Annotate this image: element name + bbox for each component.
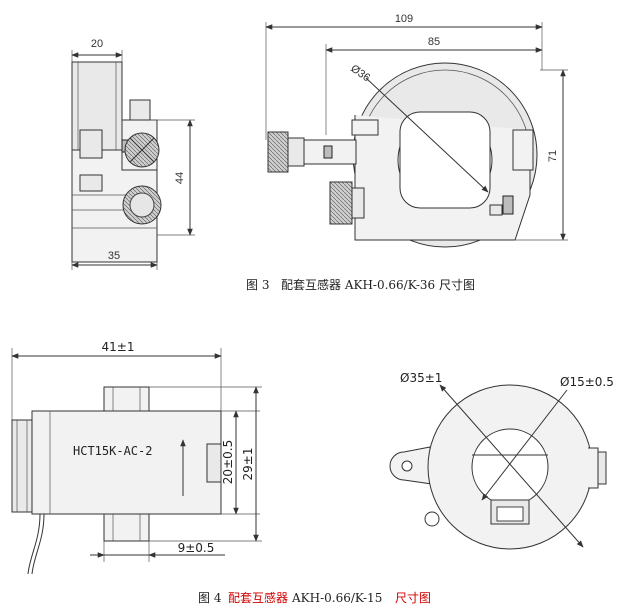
- fig4-dim-height-inner: 20±0.5: [221, 440, 235, 484]
- fig3-dim-height: 71: [547, 150, 559, 162]
- fig4-dim-slot-width: 9±0.5: [178, 541, 215, 555]
- fig3-dim-width-top: 20: [91, 38, 103, 50]
- fig3-dim-width-bottom: 35: [108, 250, 120, 262]
- fig3-dim-total-width: 109: [395, 13, 413, 25]
- fig4-caption-number: 图 4: [198, 591, 222, 605]
- fig4-caption-text-red-1: 配套互感器: [228, 590, 288, 605]
- fig4-side-view: 41±1 HCT15K-AC-2 20±0.5 29±1: [11, 340, 262, 575]
- fig3-front-view: 109 85 Ø36 71: [265, 13, 568, 248]
- fig4-dim-height-outer: 29±1: [241, 448, 255, 481]
- fig3-caption-text: 配套互感器 AKH-0.66/K-36 尺寸图: [281, 277, 475, 292]
- fig4-dim-inner-diameter: Ø15±0.5: [560, 375, 614, 389]
- fig4-front-view: Ø35±1 Ø15±0.5: [389, 371, 614, 550]
- fig4-dim-width: 41±1: [102, 340, 135, 354]
- fig4-caption-model: AKH-0.66/K-15: [291, 591, 382, 605]
- fig3-dim-body-width: 85: [428, 36, 440, 48]
- fig3-dim-height: 44: [174, 172, 186, 184]
- fig4-caption-text-red-2: 尺寸图: [395, 591, 431, 605]
- fig3-caption-number: 图 3: [246, 278, 269, 292]
- fig3-side-view: 20 44 35: [71, 38, 195, 270]
- fig4-product-label: HCT15K-AC-2: [73, 444, 152, 458]
- fig4-dim-outer-diameter: Ø35±1: [400, 371, 442, 385]
